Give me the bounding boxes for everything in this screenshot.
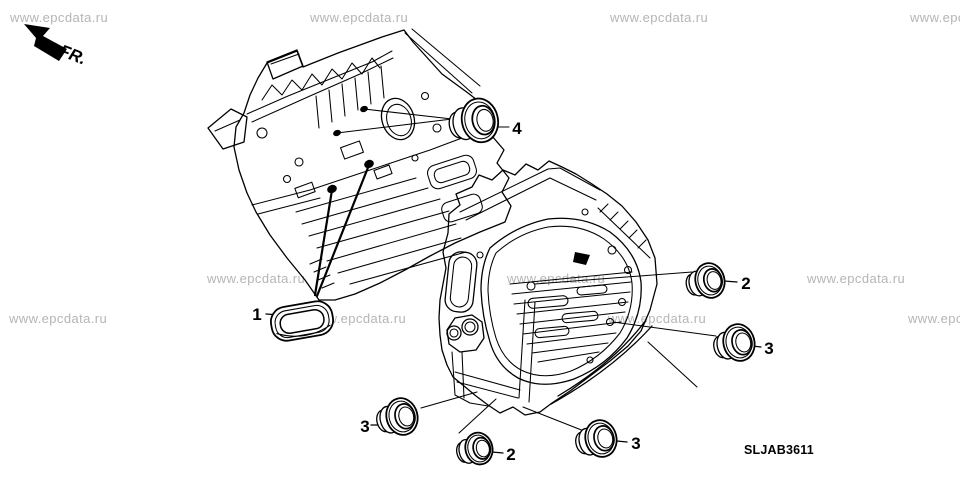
callout-2-right[interactable]: 2 bbox=[741, 274, 750, 293]
callout-3-bottom-left[interactable]: 3 bbox=[360, 417, 369, 436]
rear-body-drawing bbox=[438, 160, 698, 416]
grommet-1[interactable] bbox=[269, 299, 336, 343]
watermark: www.epcdata.ru bbox=[608, 311, 707, 326]
front-body-drawing bbox=[207, 28, 512, 301]
callout-3-right[interactable]: 3 bbox=[764, 339, 773, 358]
watermark: www.epcdata.ru bbox=[610, 10, 709, 25]
callout-3-bottom-right[interactable]: 3 bbox=[631, 434, 640, 453]
grommet-3-right[interactable] bbox=[710, 321, 759, 367]
watermark: www.epcdata.ru bbox=[310, 10, 409, 25]
fr-direction-arrow: FR. bbox=[24, 24, 89, 69]
leader-lines bbox=[265, 105, 762, 454]
callout-2-bottom[interactable]: 2 bbox=[506, 445, 515, 464]
watermark: www.epcdata.ru bbox=[908, 311, 960, 326]
grommet-3-bottom-left[interactable] bbox=[373, 395, 422, 441]
fr-label: FR. bbox=[57, 41, 89, 69]
watermark: www.epcdata.ru bbox=[10, 10, 109, 25]
diagram-code: SLJAB3611 bbox=[744, 443, 814, 457]
watermark: www.epcdata.ru bbox=[9, 311, 108, 326]
grommet-3-bottom-right[interactable] bbox=[572, 417, 621, 463]
arrow-icon bbox=[24, 24, 67, 61]
watermark: www.epcdata.ru bbox=[207, 271, 306, 286]
callout-1[interactable]: 1 bbox=[252, 305, 261, 324]
grommet-4[interactable] bbox=[445, 95, 502, 148]
grommet-2-bottom[interactable] bbox=[453, 430, 496, 470]
grommet-2-right[interactable] bbox=[682, 260, 728, 303]
watermark: www.epcdata.ru bbox=[910, 10, 960, 25]
callout-4[interactable]: 4 bbox=[512, 119, 522, 138]
watermark: www.epcdata.ru bbox=[807, 271, 906, 286]
